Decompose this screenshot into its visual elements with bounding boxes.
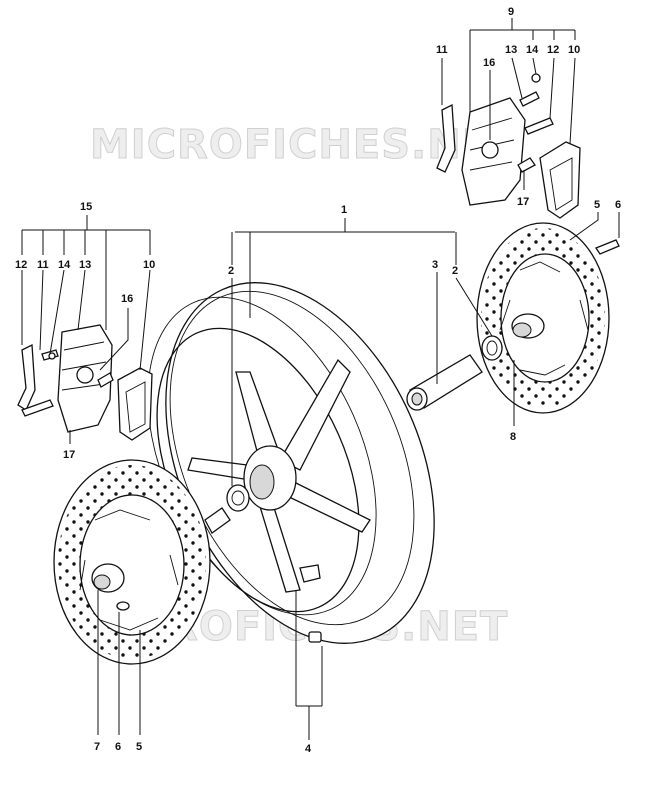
- callout-15-16: 16: [121, 293, 133, 305]
- callout-4: 4: [305, 743, 312, 755]
- callout-8: 8: [510, 431, 516, 443]
- callout-2-left: 2: [228, 265, 234, 277]
- callout-6-lower: 6: [115, 741, 121, 753]
- valve-cap: [308, 631, 322, 643]
- spacer-left: [226, 484, 250, 512]
- callout-9-12: 12: [547, 44, 559, 56]
- callout-2-right: 2: [452, 265, 458, 277]
- brake-disc-right: [476, 222, 610, 414]
- disc-bolt-right: [595, 239, 620, 255]
- callout-1: 1: [341, 204, 347, 216]
- callout-15-13: 13: [79, 259, 91, 271]
- callout-9-17: 17: [517, 196, 529, 208]
- callout-9-13: 13: [505, 44, 517, 56]
- callout-15-10: 10: [143, 259, 155, 271]
- callout-3: 3: [432, 259, 438, 271]
- callout-9-16: 16: [483, 57, 495, 69]
- callout-15-14: 14: [58, 259, 71, 271]
- callout-9-14: 14: [526, 44, 539, 56]
- callout-15-12: 12: [15, 259, 27, 271]
- callout-9-10: 10: [568, 44, 580, 56]
- callout-6-upper: 6: [615, 199, 621, 211]
- brake-caliper-left: [17, 324, 153, 441]
- callout-labels: 1 2 3 2 5 6 8 4 7 6 5 9 11 13 14 12 10 1…: [15, 6, 621, 755]
- callout-9: 9: [508, 6, 514, 18]
- disc-bolt-left: [116, 601, 130, 611]
- brake-caliper-upper: [436, 73, 581, 219]
- brake-disc-left: [53, 459, 211, 665]
- wheel-axle: [204, 507, 231, 534]
- spacer-sleeve: [406, 354, 483, 411]
- callout-15: 15: [80, 201, 92, 213]
- callout-15-11: 11: [37, 259, 49, 271]
- callout-15-17: 17: [63, 449, 75, 461]
- callout-5-upper: 5: [594, 199, 600, 211]
- spacer-right: [481, 335, 503, 361]
- callout-9-11: 11: [436, 44, 448, 56]
- callout-5-lower: 5: [136, 741, 142, 753]
- valve-stem: [299, 564, 321, 583]
- leader-lines: [21, 18, 620, 740]
- callout-7: 7: [94, 741, 100, 753]
